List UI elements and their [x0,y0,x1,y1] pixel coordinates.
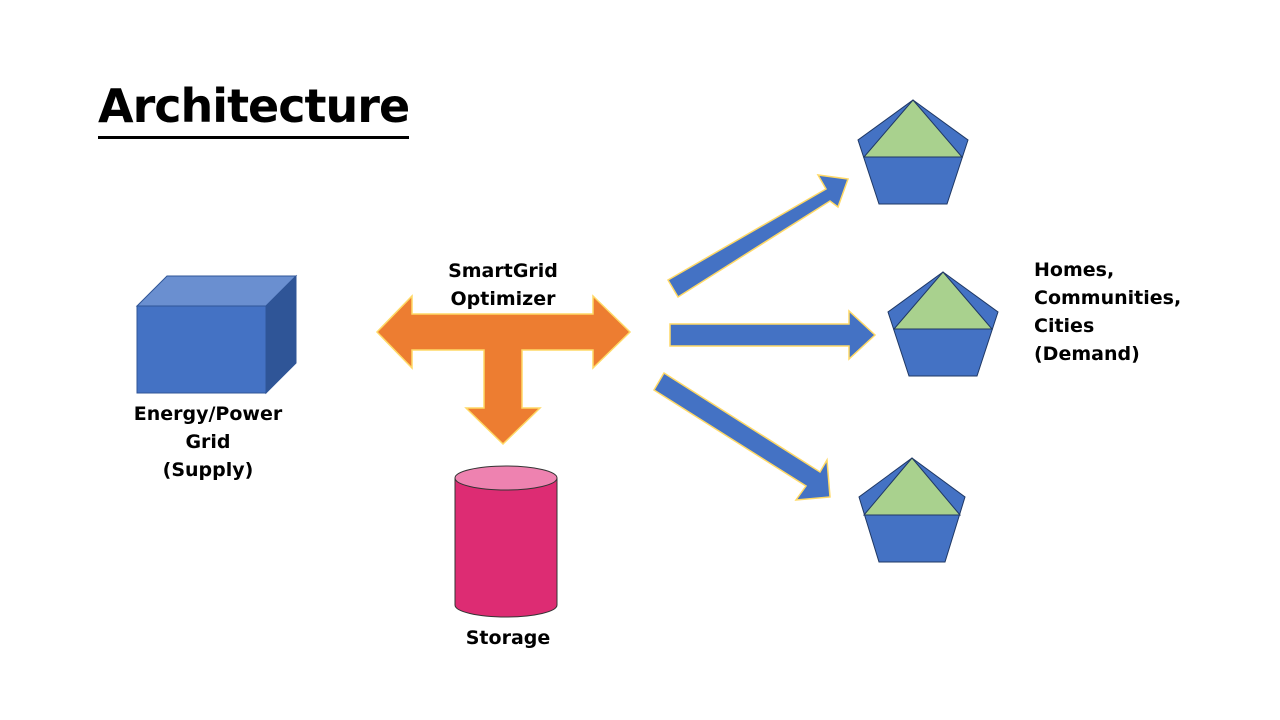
arrow-to-middle-home [669,309,877,361]
home-pentagon-top [857,99,969,205]
arrow-to-bottom-home [652,371,831,501]
demand-label: Homes, Communities, Cities (Demand) [1034,259,1182,365]
cylinder-body [454,477,558,618]
home-roof-top [862,99,964,158]
cube-front-face [136,305,267,394]
supply-grid-cube [135,274,298,395]
supply-label: Energy/Power Grid (Supply) [133,403,283,481]
optimizer-label: SmartGrid Optimizer [448,260,558,310]
storage-label: Storage [465,627,551,649]
arrow-to-top-home [666,174,850,299]
home-roof-bottom [862,457,962,516]
home-pentagon-middle [887,271,999,377]
home-roof-middle [892,271,994,330]
optimizer-t-arrow [375,294,632,446]
cylinder-top [454,465,558,491]
home-pentagon-bottom [858,457,966,563]
slide-title: Architecture [98,76,410,139]
storage-cylinder [454,465,558,618]
